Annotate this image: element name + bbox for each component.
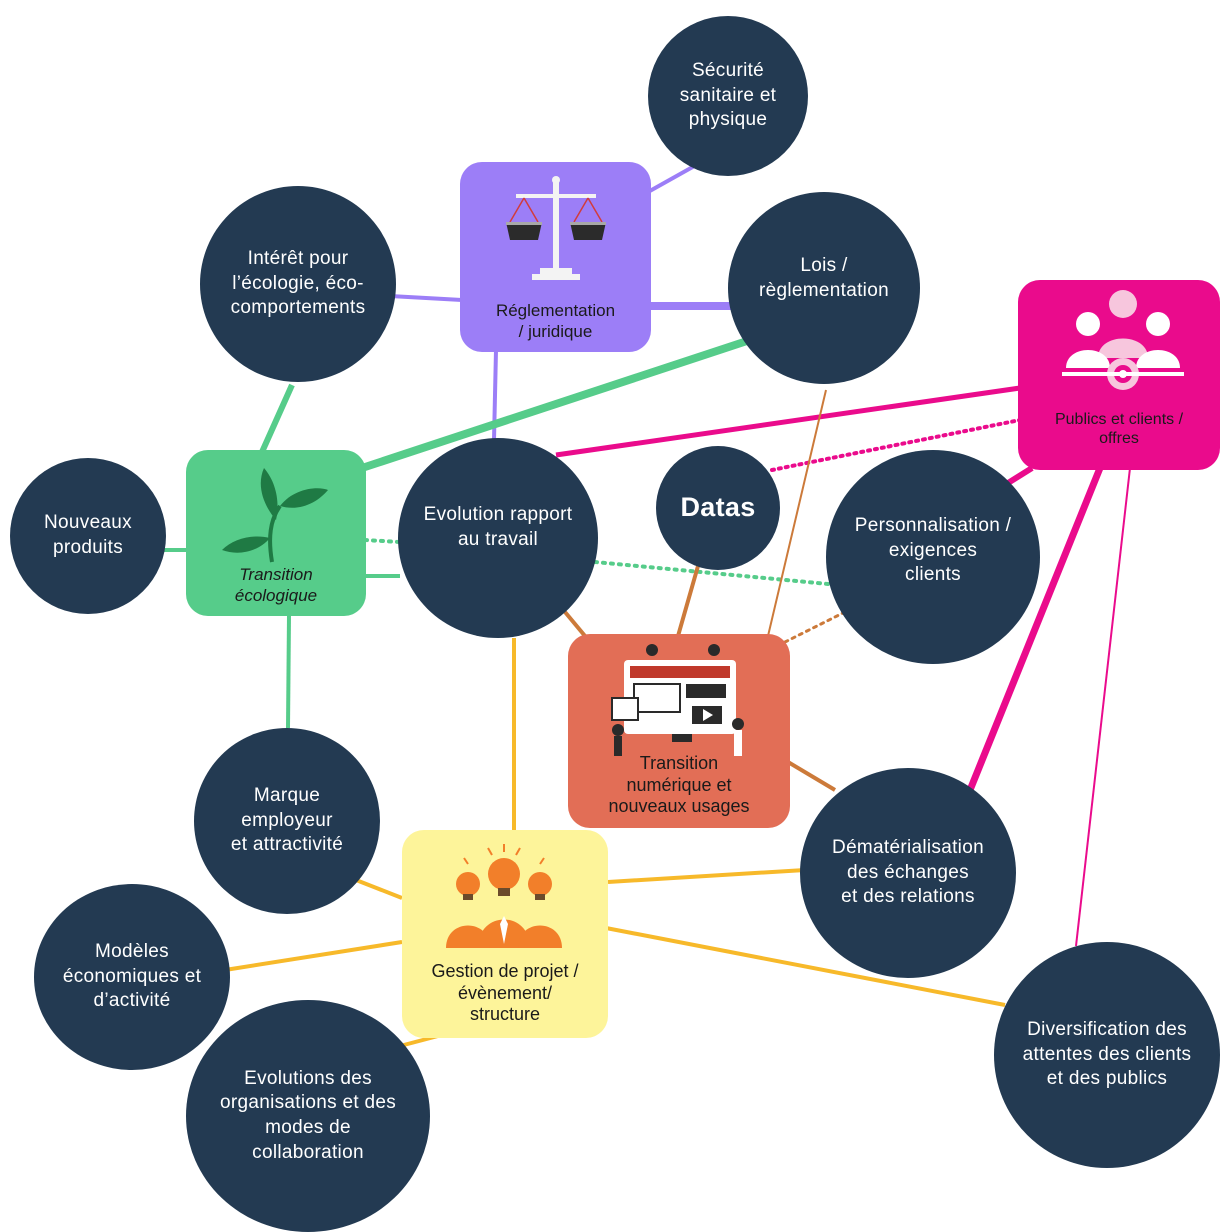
link-publics-diversification xyxy=(1075,467,1131,947)
node-evolutions-org-label: Evolutions des organisations et des mode… xyxy=(219,1067,397,1163)
link-ecologie-evolution-dotted xyxy=(363,538,402,544)
link-numerique-lois xyxy=(767,389,827,637)
node-interet: Intérêt pour l’écologie, éco- comporteme… xyxy=(200,186,396,382)
node-datas-label: Datas xyxy=(680,492,756,523)
hub-reglementation-label: Réglementation / juridique xyxy=(495,301,616,341)
link-projet-diversification xyxy=(605,926,1006,1007)
link-ecologie-interet xyxy=(259,383,295,454)
hub-publics: Publics et clients / offres xyxy=(1018,280,1220,470)
node-securite: Sécurité sanitaire et physique xyxy=(648,16,808,176)
node-dematerialisation: Dématérialisation des échanges et des re… xyxy=(800,768,1016,978)
lightbulb-team-icon xyxy=(446,844,562,948)
link-evolution-personnalisation xyxy=(593,560,830,586)
link-projet-modeles xyxy=(224,940,403,972)
link-numerique-personnalisation xyxy=(783,610,847,644)
node-securite-label: Sécurité sanitaire et physique xyxy=(679,59,777,131)
node-dematerialisation-label: Dématérialisation des échanges et des re… xyxy=(832,836,984,908)
node-modeles: Modèles économiques et d’activité xyxy=(34,884,230,1070)
node-datas: Datas xyxy=(656,446,780,570)
link-publics-dematerialisation xyxy=(962,466,1104,802)
node-nouveaux: Nouveaux produits xyxy=(10,458,166,614)
link-numerique-datas xyxy=(676,565,700,637)
node-interet-label: Intérêt pour l’écologie, éco- comporteme… xyxy=(230,247,366,319)
link-numerique-dematerialisation xyxy=(786,760,837,792)
hub-publics-label: Publics et clients / offres xyxy=(1054,410,1184,447)
node-marque-label: Marque employeur et attractivité xyxy=(230,784,344,856)
hub-numerique-label: Transition numérique et nouveaux usages xyxy=(608,753,750,817)
node-marque: Marque employeur et attractivité xyxy=(194,728,380,914)
node-evolutions-org: Evolutions des organisations et des mode… xyxy=(186,1000,430,1232)
node-modeles-label: Modèles économiques et d’activité xyxy=(62,940,202,1012)
link-ecologie-marque xyxy=(286,614,291,729)
node-personnalisation-label: Personnalisation / exigences clients xyxy=(854,514,1012,586)
link-publics-datas xyxy=(770,418,1022,472)
target-audience-icon xyxy=(1062,290,1184,390)
hub-reglementation: Réglementation / juridique xyxy=(460,162,651,352)
link-reglementation-securite xyxy=(647,162,699,194)
hub-projet: Gestion de projet / évènement/ structure xyxy=(402,830,608,1038)
node-lois: Lois / règlementation xyxy=(728,192,920,384)
hub-numerique: Transition numérique et nouveaux usages xyxy=(568,634,790,828)
hub-ecologie: Transition écologique xyxy=(186,450,366,616)
link-publics-evolution xyxy=(555,385,1021,458)
node-diversification-label: Diversification des attentes des clients… xyxy=(1022,1018,1192,1090)
digital-team-icon xyxy=(611,644,744,756)
link-projet-dematerialisation xyxy=(607,868,806,884)
node-diversification: Diversification des attentes des clients… xyxy=(994,942,1220,1168)
scales-icon xyxy=(506,176,606,280)
node-evolution: Evolution rapport au travail xyxy=(398,438,598,638)
hub-ecologie-label: Transition écologique xyxy=(234,565,318,605)
hub-projet-label: Gestion de projet / évènement/ structure xyxy=(431,961,579,1025)
node-lois-label: Lois / règlementation xyxy=(759,255,889,301)
link-reglementation-interet xyxy=(389,294,463,302)
link-projet-marque xyxy=(355,878,403,900)
node-evolution-label: Evolution rapport au travail xyxy=(423,504,573,550)
link-ecologie-lois xyxy=(360,336,752,472)
node-nouveaux-label: Nouveaux produits xyxy=(44,512,132,558)
sprout-icon xyxy=(222,468,328,563)
node-personnalisation: Personnalisation / exigences clients xyxy=(826,450,1040,664)
